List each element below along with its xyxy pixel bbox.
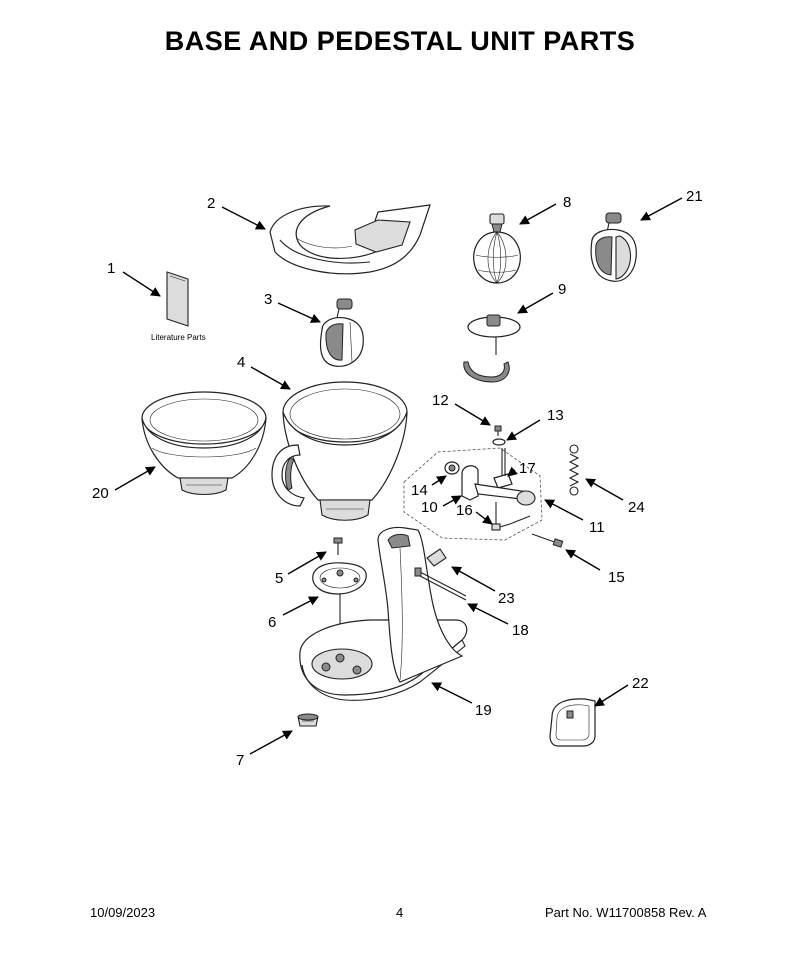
- lift-rod-part: [491, 502, 531, 531]
- callout-19: 19: [475, 702, 492, 719]
- callout-13: 13: [547, 407, 564, 424]
- callout-14: 14: [411, 482, 428, 499]
- callout-7: 7: [236, 752, 244, 769]
- wire-whip-part: [473, 213, 521, 284]
- callout-1: 1: [107, 260, 115, 277]
- rubber-foot-part: [297, 713, 319, 727]
- callout-numbers: 1 2 3 4 5 6 7 8 9 10 11 12 13 14 15 16 1…: [92, 188, 703, 769]
- callout-24: 24: [628, 499, 645, 516]
- flex-edge-beater-part: [590, 212, 637, 282]
- alternate-bowl-part: [141, 391, 267, 496]
- arrow-4: [250, 366, 291, 390]
- bowl-support-shaft-part: [461, 465, 536, 506]
- arrow-20: [114, 466, 156, 491]
- literature-parts-label: Literature Parts: [151, 333, 206, 342]
- arrow-3: [277, 302, 321, 323]
- pouring-shield-part: [269, 204, 431, 275]
- callout-16: 16: [456, 502, 473, 519]
- arrow-16: [475, 511, 493, 525]
- callout-15: 15: [608, 569, 625, 586]
- arrow-5: [287, 551, 327, 575]
- arrow-12: [454, 403, 491, 426]
- callout-2: 2: [207, 195, 215, 212]
- callout-18: 18: [512, 622, 529, 639]
- pedestal-column-part: [377, 526, 464, 683]
- arrow-17: [507, 466, 518, 477]
- literature-parts-booklet: [166, 271, 189, 327]
- arrow-8: [519, 203, 557, 225]
- lift-spring-part: [568, 444, 580, 496]
- footer-date: 10/09/2023: [90, 905, 156, 920]
- callout-9: 9: [558, 281, 566, 298]
- arrow-6: [282, 596, 319, 616]
- callout-21: 21: [686, 188, 703, 205]
- pivot-pin-part: [531, 533, 564, 548]
- arrow-1: [122, 271, 161, 297]
- callout-17: 17: [519, 460, 536, 477]
- flat-beater-part: [319, 298, 364, 367]
- callout-8: 8: [563, 194, 571, 211]
- arrow-15: [565, 549, 601, 571]
- washer-part: [492, 438, 506, 446]
- callout-11: 11: [589, 519, 605, 536]
- callout-4: 4: [237, 354, 245, 371]
- mixing-bowl-part: [271, 381, 408, 521]
- base-pin-part: [414, 567, 467, 601]
- arrow-7: [249, 730, 293, 755]
- arrow-21: [640, 197, 683, 221]
- arrow-24: [585, 478, 624, 501]
- callout-20: 20: [92, 485, 109, 502]
- arrow-18: [467, 603, 509, 625]
- arrow-13: [506, 419, 541, 441]
- bowl-lift-mechanism-group: [403, 425, 564, 548]
- page-title: BASE AND PEDESTAL UNIT PARTS: [164, 26, 636, 56]
- footer-part-number: Part No. W11700858 Rev. A: [545, 905, 707, 920]
- trim-plate-part: [549, 698, 596, 747]
- arrow-9: [517, 292, 554, 314]
- arrow-19: [431, 682, 473, 704]
- bowl-lift-screw-part: [494, 425, 502, 436]
- callout-arrows: [114, 197, 683, 755]
- arrow-10: [442, 495, 462, 507]
- clip-ring-hole: [448, 464, 456, 472]
- base-plate-part: [312, 562, 367, 656]
- callout-6: 6: [268, 614, 276, 631]
- dough-hook-part: [463, 314, 521, 383]
- base-screw-part: [333, 537, 343, 555]
- bowl-lift-lever-part: [493, 448, 513, 489]
- callout-5: 5: [275, 570, 283, 587]
- callout-3: 3: [264, 291, 272, 308]
- callout-10: 10: [421, 499, 438, 516]
- callout-23: 23: [498, 590, 515, 607]
- footer-page-number: 4: [396, 905, 404, 920]
- callout-12: 12: [432, 392, 449, 409]
- arrow-22: [594, 684, 629, 707]
- arrow-23: [451, 566, 496, 592]
- lift-knob-part: [426, 548, 447, 567]
- pedestal-base-part: [299, 619, 468, 701]
- arrow-14: [431, 475, 447, 486]
- arrow-11: [544, 499, 584, 521]
- arrow-2: [221, 206, 266, 230]
- callout-22: 22: [632, 675, 649, 692]
